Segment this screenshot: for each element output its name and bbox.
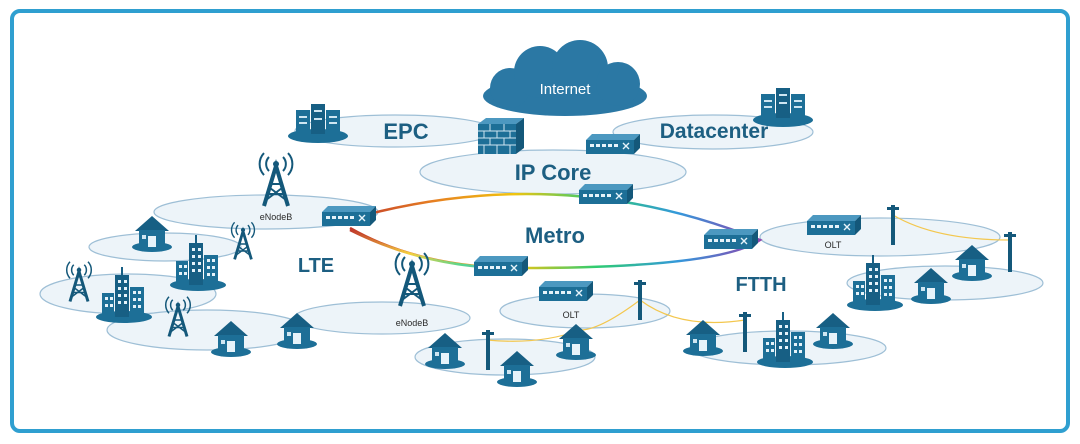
building-icon [846,254,904,312]
olt-label: OLT [825,240,842,250]
cell-tower-icon [393,251,431,308]
house-icon [813,313,853,349]
domain-ellipses [39,114,1044,376]
epc-label: EPC [383,119,428,144]
datacenter-label: Datacenter [660,120,769,143]
utility-pole-icon [1004,232,1016,272]
firewall-icon [478,118,524,154]
server-rack-icon [288,104,348,143]
enodeb-label: eNodeB [396,318,429,328]
switch-icon [703,228,759,250]
ip-core-label: IP Core [515,160,592,185]
olt-label: OLT [563,310,580,320]
switch-icon [538,280,594,302]
switch-icon [321,205,377,227]
cloud-icon [483,40,647,116]
lte-ellipse-5 [293,301,471,335]
switch-icon [578,183,634,205]
ftth-label: FTTH [735,274,786,296]
epc-servers [288,104,348,143]
switch-icon [585,133,641,155]
building-icon [756,311,814,369]
metro-label: Metro [525,223,585,248]
switch-icon [806,214,862,236]
internet-label: Internet [540,81,592,98]
enodeb-label: eNodeB [260,212,293,222]
lte-label: LTE [298,255,334,277]
switch-icon [473,255,529,277]
house-icon [556,324,596,360]
